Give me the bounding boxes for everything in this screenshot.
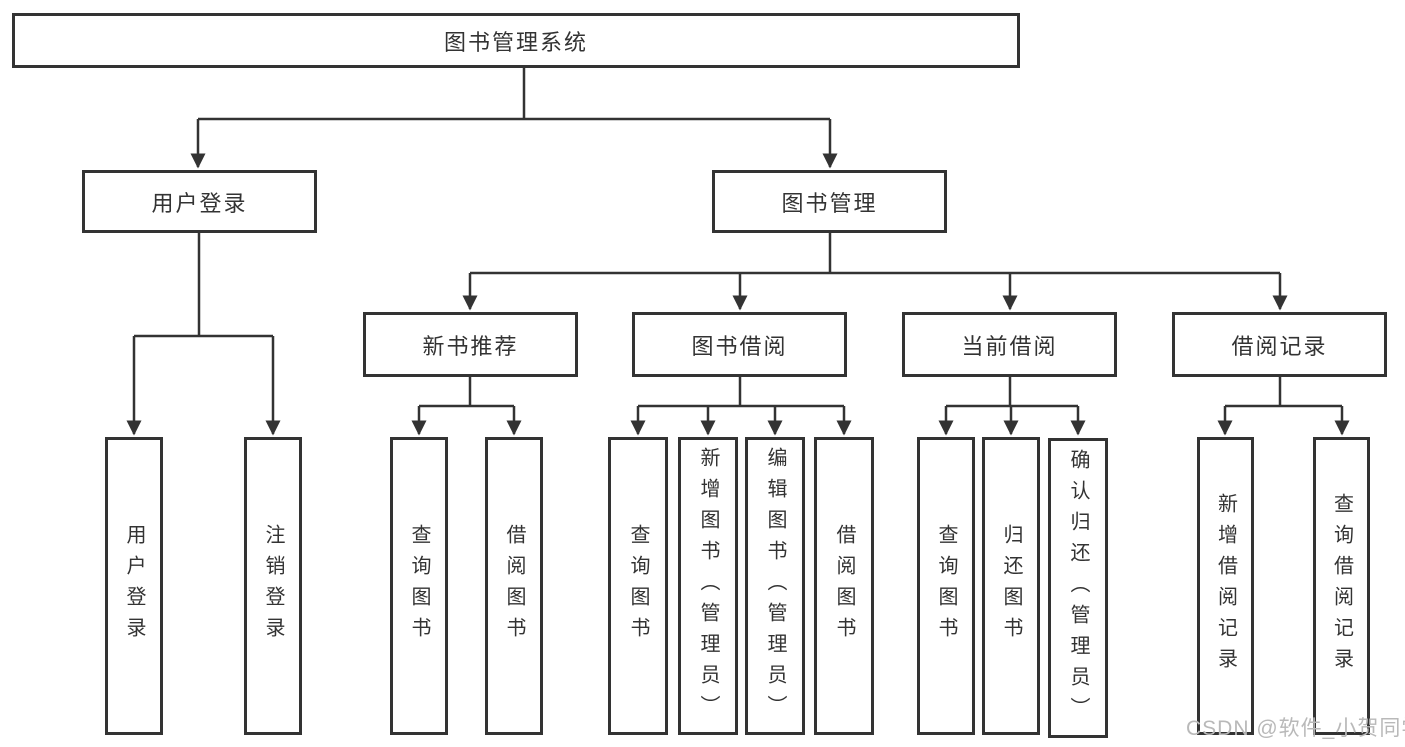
node-new-book-recommend-label: 新书推荐 (422, 333, 519, 359)
leaf-user-login: 用户登录 (105, 437, 163, 735)
leaf-record-add-label: 新增借阅记录 (1214, 493, 1237, 679)
leaf-current-return: 归还图书 (982, 437, 1040, 735)
node-library-system: 图书管理系统 (12, 13, 1020, 68)
leaf-record-query: 查询借阅记录 (1313, 437, 1370, 735)
leaf-borrow-add-admin-label: 新增图书（管理员） (697, 446, 719, 726)
node-book-management-label: 图书管理 (781, 190, 878, 216)
node-current-borrow-label: 当前借阅 (961, 333, 1058, 359)
leaf-borrow-book-label: 借阅图书 (833, 524, 855, 648)
leaf-record-query-label: 查询借阅记录 (1330, 493, 1353, 679)
leaf-current-query: 查询图书 (917, 437, 975, 735)
leaf-logout: 注销登录 (244, 437, 302, 735)
leaf-current-confirm-admin: 确认归还（管理员） (1048, 438, 1108, 738)
node-book-management: 图书管理 (712, 170, 947, 233)
leaf-current-confirm-admin-label: 确认归还（管理员） (1067, 448, 1089, 728)
node-user-login-label: 用户登录 (151, 190, 248, 216)
node-borrow-records: 借阅记录 (1172, 312, 1387, 377)
leaf-newbook-query: 查询图书 (390, 437, 448, 735)
leaf-user-login-label: 用户登录 (123, 524, 145, 648)
leaf-borrow-edit-admin-label: 编辑图书（管理员） (764, 446, 786, 726)
leaf-borrow-edit-admin: 编辑图书（管理员） (745, 437, 805, 735)
leaf-newbook-borrow: 借阅图书 (485, 437, 543, 735)
leaf-borrow-book: 借阅图书 (814, 437, 874, 735)
node-library-system-label: 图书管理系统 (443, 29, 588, 55)
leaf-newbook-borrow-label: 借阅图书 (503, 524, 525, 648)
leaf-borrow-add-admin: 新增图书（管理员） (678, 437, 738, 735)
node-borrow-records-label: 借阅记录 (1231, 333, 1328, 359)
leaf-current-return-label: 归还图书 (1000, 524, 1022, 648)
node-new-book-recommend: 新书推荐 (363, 312, 578, 377)
node-user-login: 用户登录 (82, 170, 317, 233)
leaf-current-query-label: 查询图书 (935, 524, 957, 648)
leaf-logout-label: 注销登录 (262, 524, 284, 648)
node-current-borrow: 当前借阅 (902, 312, 1117, 377)
leaf-borrow-query-label: 查询图书 (627, 524, 649, 648)
node-book-borrow: 图书借阅 (632, 312, 847, 377)
leaf-record-add: 新增借阅记录 (1197, 437, 1254, 735)
leaf-borrow-query: 查询图书 (608, 437, 668, 735)
node-book-borrow-label: 图书借阅 (691, 333, 788, 359)
leaf-newbook-query-label: 查询图书 (408, 524, 430, 648)
csdn-watermark: CSDN @软件_小贺同学 (1186, 717, 1405, 740)
